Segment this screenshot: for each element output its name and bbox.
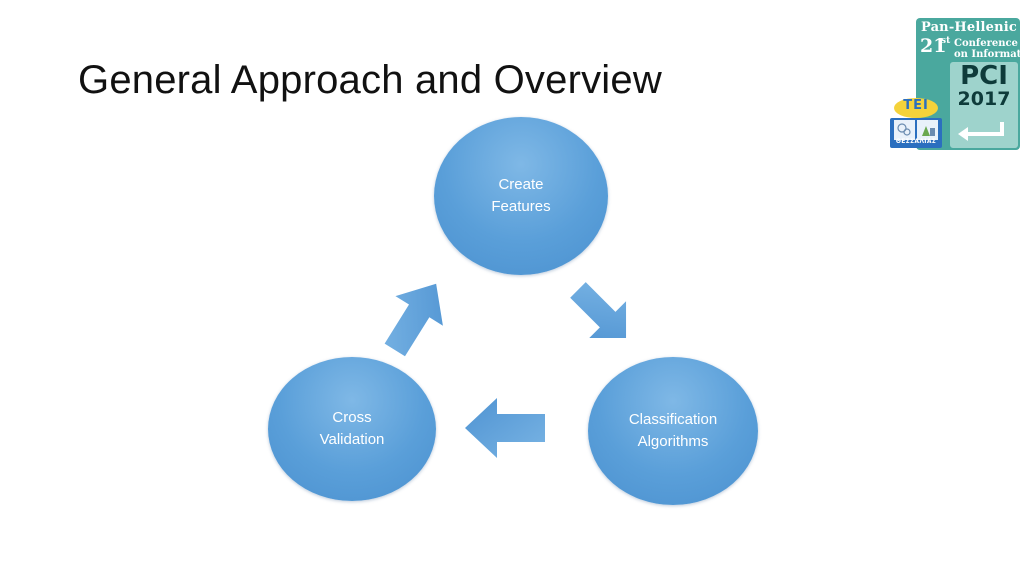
node-cross-validation: Cross Validation (268, 357, 436, 501)
conference-logo: Pan-Hellenic 21 st Conference on Informa… (886, 18, 1024, 152)
logo-acronym: PCI (960, 61, 1008, 91)
logo-conference: Conference on Informatics (954, 38, 1024, 60)
logo-tei: TEI (903, 98, 929, 113)
node-label: Classification Algorithms (628, 411, 718, 450)
tei-book-icon (890, 98, 942, 148)
logo-year: 2017 (957, 88, 1011, 110)
arrow-cross-to-create (384, 283, 443, 357)
logo-number: 21 (920, 35, 947, 57)
slide-title: General Approach and Overview (78, 58, 662, 102)
arrow-create-to-classification (570, 282, 627, 339)
node-create-features: Create Features (434, 117, 608, 275)
logo-suffix: st (941, 36, 951, 46)
logo-title: Pan-Hellenic (920, 20, 1018, 35)
return-arrow-icon (958, 122, 1004, 141)
node-label: Create Features (491, 176, 551, 215)
node-label: Cross Validation (319, 409, 385, 448)
logo-conference-line1: Conference (954, 38, 1018, 49)
logo-tei-sub: ΘΕΣΣΑΛΙΑΣ (895, 138, 937, 145)
logo-conference-line2: on Informatics (954, 49, 1024, 60)
node-classification-algorithms: Classification Algorithms (588, 357, 758, 505)
arrow-classification-to-cross (465, 398, 545, 458)
